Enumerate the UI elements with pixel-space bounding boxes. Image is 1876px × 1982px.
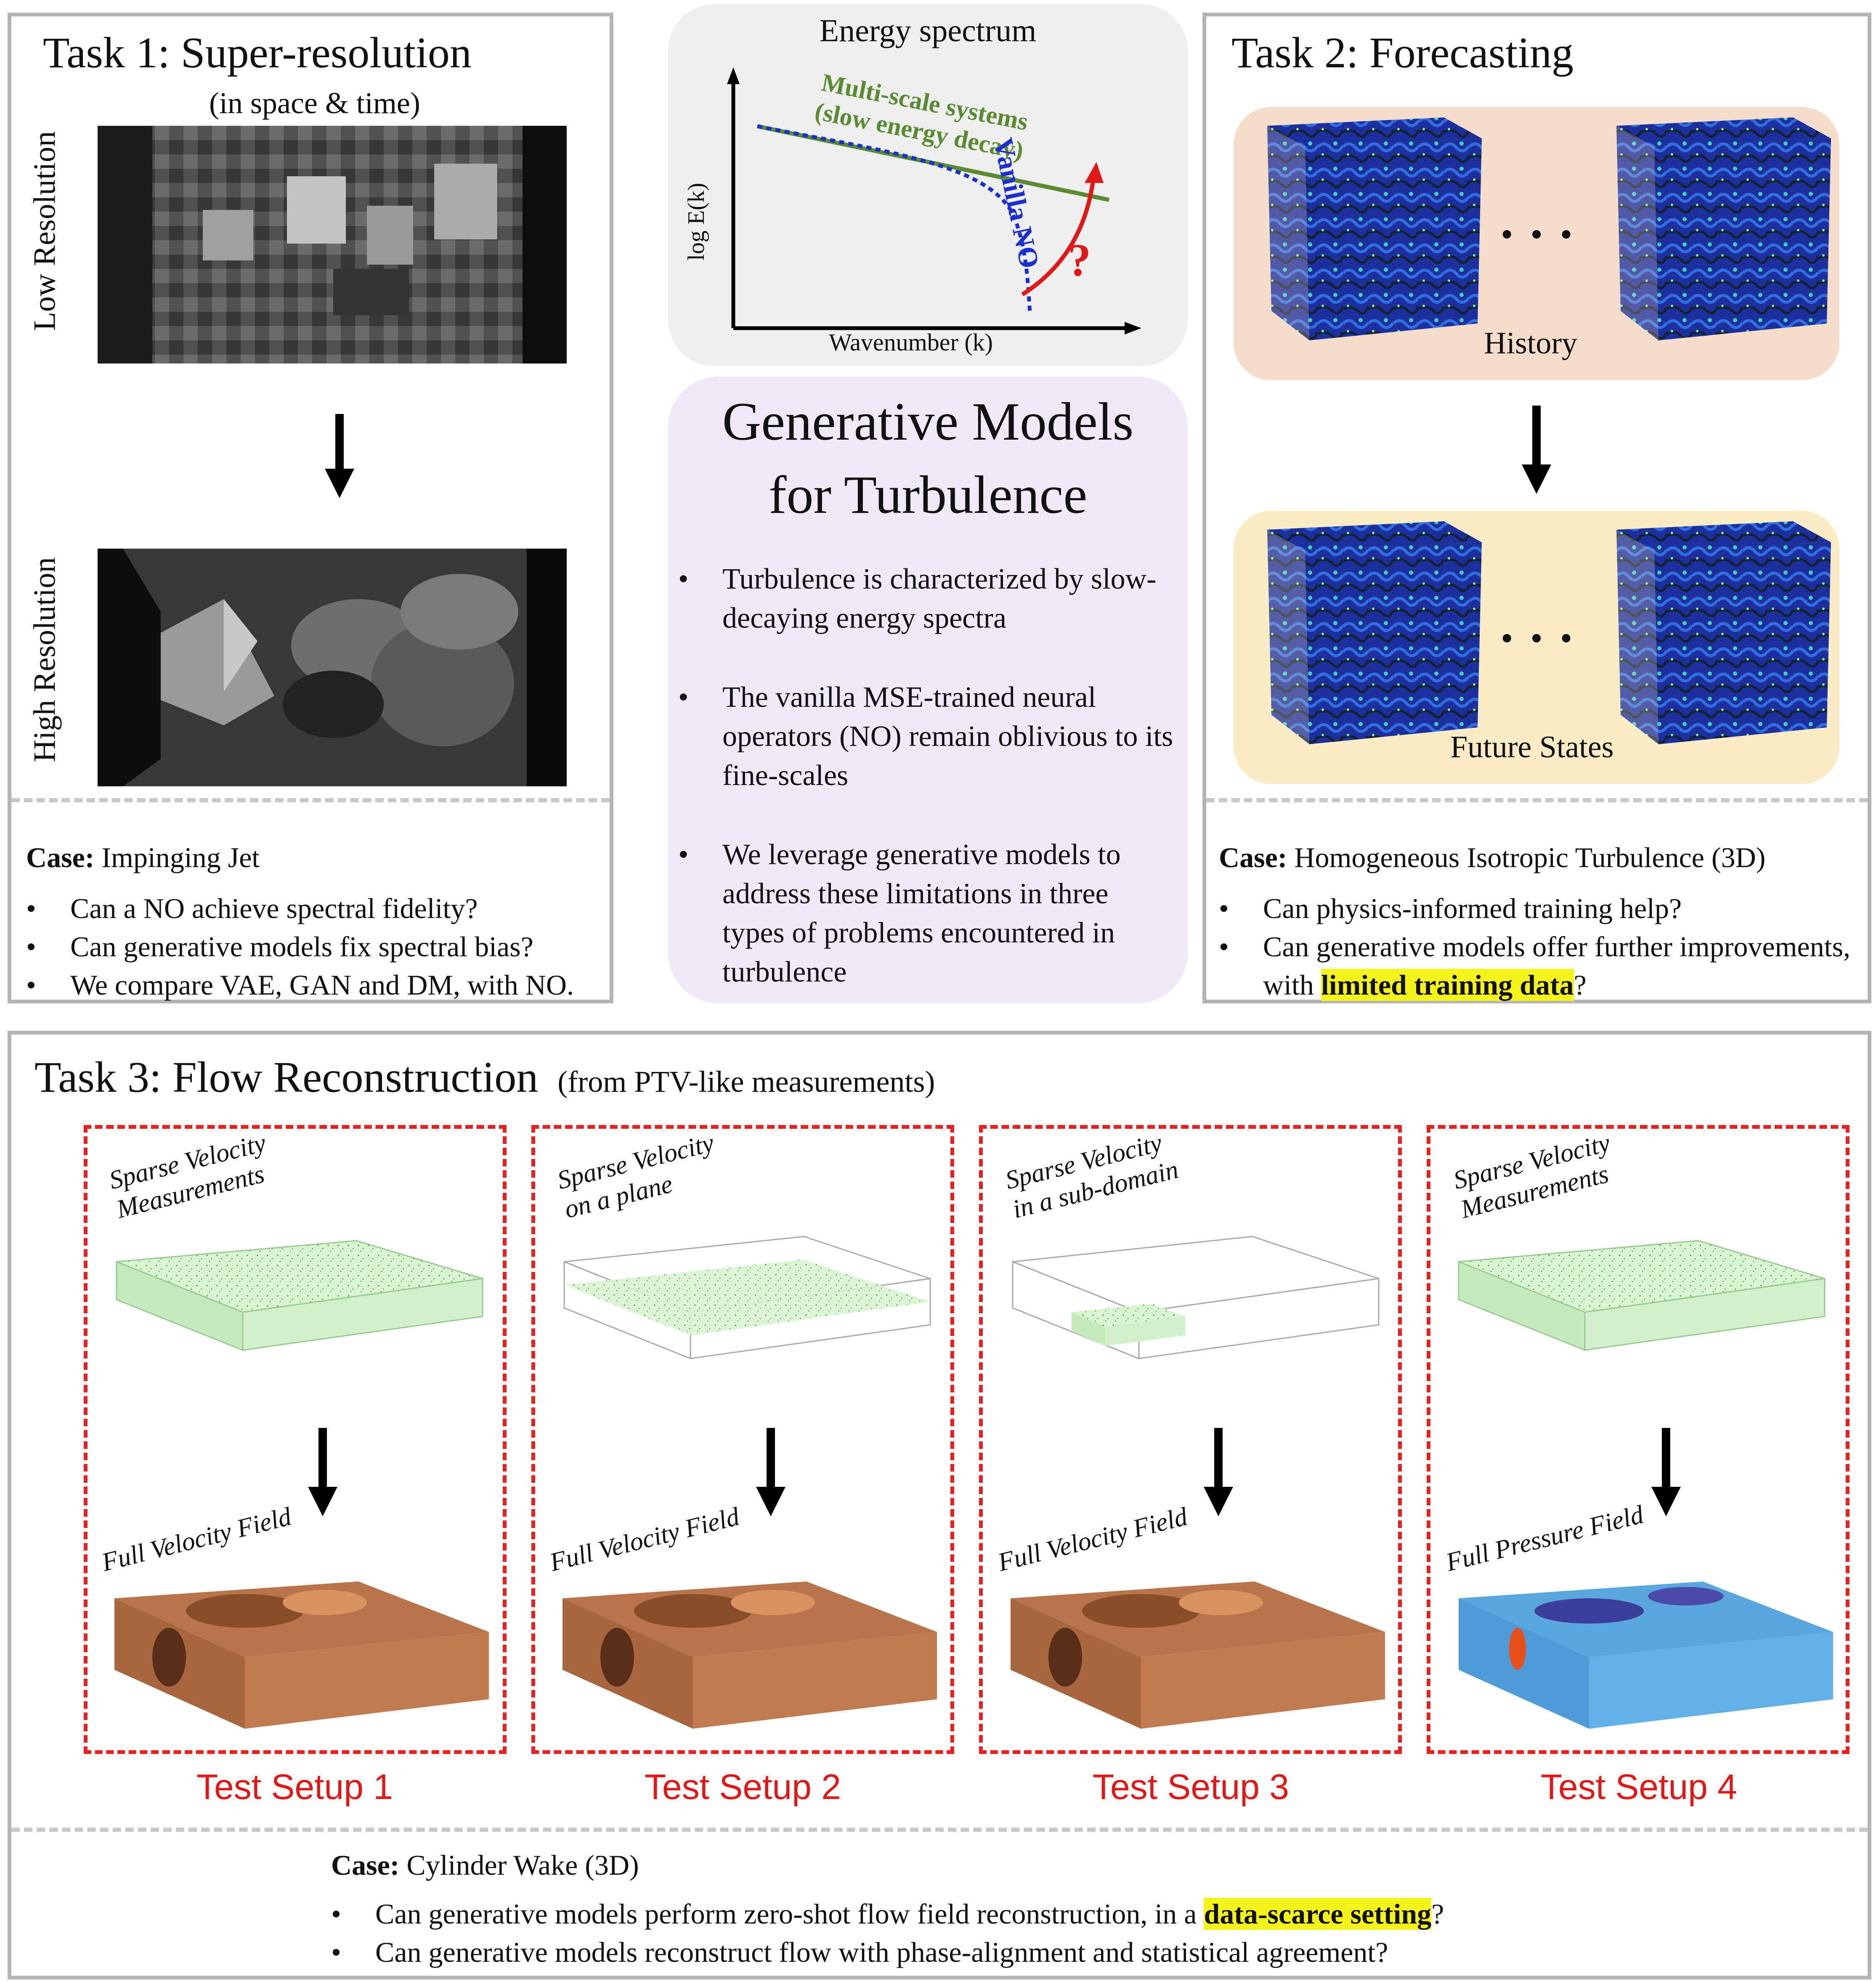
highlight-data-scarce-setting: data-scarce setting — [1204, 1898, 1432, 1930]
sparse-volume-full — [1458, 1240, 1826, 1351]
list-item: Can physics-informed training help? — [1219, 889, 1858, 928]
test-setup-3-box — [979, 1125, 1402, 1754]
task2-divider — [1206, 798, 1868, 802]
future-ellipsis: • • • — [1501, 619, 1577, 658]
center-title: Generative Models for Turbulence — [668, 385, 1188, 531]
down-arrow — [325, 414, 354, 498]
task1-bullets: Can a NO achieve spectral fidelity? Can … — [26, 889, 607, 1004]
down-arrow — [1522, 406, 1551, 494]
velocity-field-volume — [1011, 1581, 1385, 1729]
task1-title: Task 1: Super-resolution — [43, 29, 472, 77]
case-name: Impinging Jet — [94, 841, 260, 873]
test-setup-1-label: Test Setup 1 — [196, 1767, 393, 1807]
list-item: We compare VAE, GAN and DM, with NO. — [26, 966, 607, 1004]
future-cube-1 — [1267, 521, 1482, 744]
test-setup-4-label: Test Setup 4 — [1541, 1767, 1737, 1807]
high-resolution-image — [98, 549, 567, 786]
sparse-volume-full — [116, 1240, 483, 1351]
case-name: Homogeneous Isotropic Turbulence (3D) — [1287, 841, 1766, 873]
spectrum-x-label: Wavenumber (k) — [829, 329, 993, 356]
task3-bullets: Can generative models perform zero-shot … — [331, 1895, 1846, 1971]
task2-case: Case: Homogeneous Isotropic Turbulence (… — [1219, 841, 1765, 874]
task3-panel: Task 3: Flow Reconstruction (from PTV-li… — [8, 1031, 1871, 1979]
bullet-text-end: ? — [1574, 969, 1587, 1001]
task3-case: Case: Cylinder Wake (3D) — [331, 1849, 639, 1882]
high-resolution-label: High Resolution — [27, 557, 62, 762]
test-setup-2-label: Test Setup 2 — [645, 1767, 841, 1807]
case-name: Cylinder Wake (3D) — [399, 1849, 639, 1881]
list-item: The vanilla MSE-trained neural operators… — [678, 678, 1175, 795]
task2-title: Task 2: Forecasting — [1231, 29, 1574, 77]
task2-bullets: Can physics-informed training help? Can … — [1219, 889, 1858, 1004]
future-label: Future States — [1450, 730, 1614, 764]
history-cube-1 — [1267, 117, 1482, 340]
bullet-text-end: ? — [1431, 1898, 1444, 1930]
list-item: Can generative models offer further impr… — [1219, 928, 1858, 1004]
case-prefix: Case: — [1219, 841, 1287, 873]
task1-case: Case: Impinging Jet — [26, 841, 260, 874]
test-setup-1-box — [84, 1125, 507, 1754]
energy-spectrum-card — [668, 4, 1188, 366]
list-item: Turbulence is characterized by slow-deca… — [678, 560, 1175, 638]
case-prefix: Case: — [26, 841, 95, 873]
spectrum-title: Energy spectrum — [819, 13, 1037, 48]
task2-panel: Task 2: Forecasting • • • History • • • … — [1202, 13, 1871, 1003]
test-setup-2-box — [531, 1125, 954, 1754]
task3-divider — [11, 1828, 1868, 1832]
task3-subtitle: (from PTV-like measurements) — [557, 1065, 935, 1098]
down-arrow — [1651, 1428, 1681, 1516]
highlight-limited-training-data: limited training data — [1321, 969, 1574, 1001]
sparse-volume-plane — [563, 1236, 931, 1360]
center-title-line-2: for Turbulence — [768, 465, 1088, 525]
center-title-line-1: Generative Models — [722, 392, 1134, 451]
list-item: Can generative models perform zero-shot … — [331, 1895, 1846, 1933]
history-label: History — [1484, 326, 1577, 361]
low-resolution-label: Low Resolution — [27, 131, 62, 331]
list-item: Can a NO achieve spectral fidelity? — [26, 889, 607, 928]
task1-divider — [11, 798, 610, 802]
task1-subtitle: (in space & time) — [209, 86, 420, 120]
task1-panel: Task 1: Super-resolution (in space & tim… — [8, 13, 613, 1004]
list-item: Can generative models reconstruct flow w… — [331, 1933, 1846, 1971]
down-arrow — [1204, 1428, 1233, 1516]
sparse-volume-subdomain — [1012, 1236, 1380, 1360]
velocity-field-volume — [563, 1581, 937, 1729]
list-item: Can generative models fix spectral bias? — [26, 928, 607, 966]
spectrum-plot — [727, 67, 1141, 334]
down-arrow — [756, 1428, 785, 1516]
history-ellipsis: • • • — [1501, 215, 1577, 254]
task3-title: Task 3: Flow Reconstruction (from PTV-li… — [34, 1053, 935, 1101]
test-setup-4-box — [1427, 1125, 1849, 1754]
spectrum-y-label: log E(k) — [683, 183, 709, 261]
down-arrow — [308, 1428, 337, 1516]
low-resolution-image — [98, 126, 567, 363]
bullet-text: Can generative models offer further impr… — [1263, 931, 1851, 1001]
list-item: We leverage generative models to address… — [678, 835, 1175, 992]
velocity-field-volume — [114, 1581, 489, 1729]
future-cube-2 — [1616, 521, 1831, 744]
test-setup-3-label: Test Setup 3 — [1093, 1767, 1289, 1807]
center-bullets: Turbulence is characterized by slow-deca… — [678, 560, 1175, 992]
task3-title-main: Task 3: Flow Reconstruction — [34, 1053, 539, 1101]
case-prefix: Case: — [331, 1849, 400, 1881]
pressure-field-volume — [1459, 1581, 1833, 1729]
question-mark: ? — [1068, 234, 1091, 286]
bullet-text: Can generative models perform zero-shot … — [375, 1898, 1204, 1930]
history-cube-2 — [1616, 117, 1831, 340]
